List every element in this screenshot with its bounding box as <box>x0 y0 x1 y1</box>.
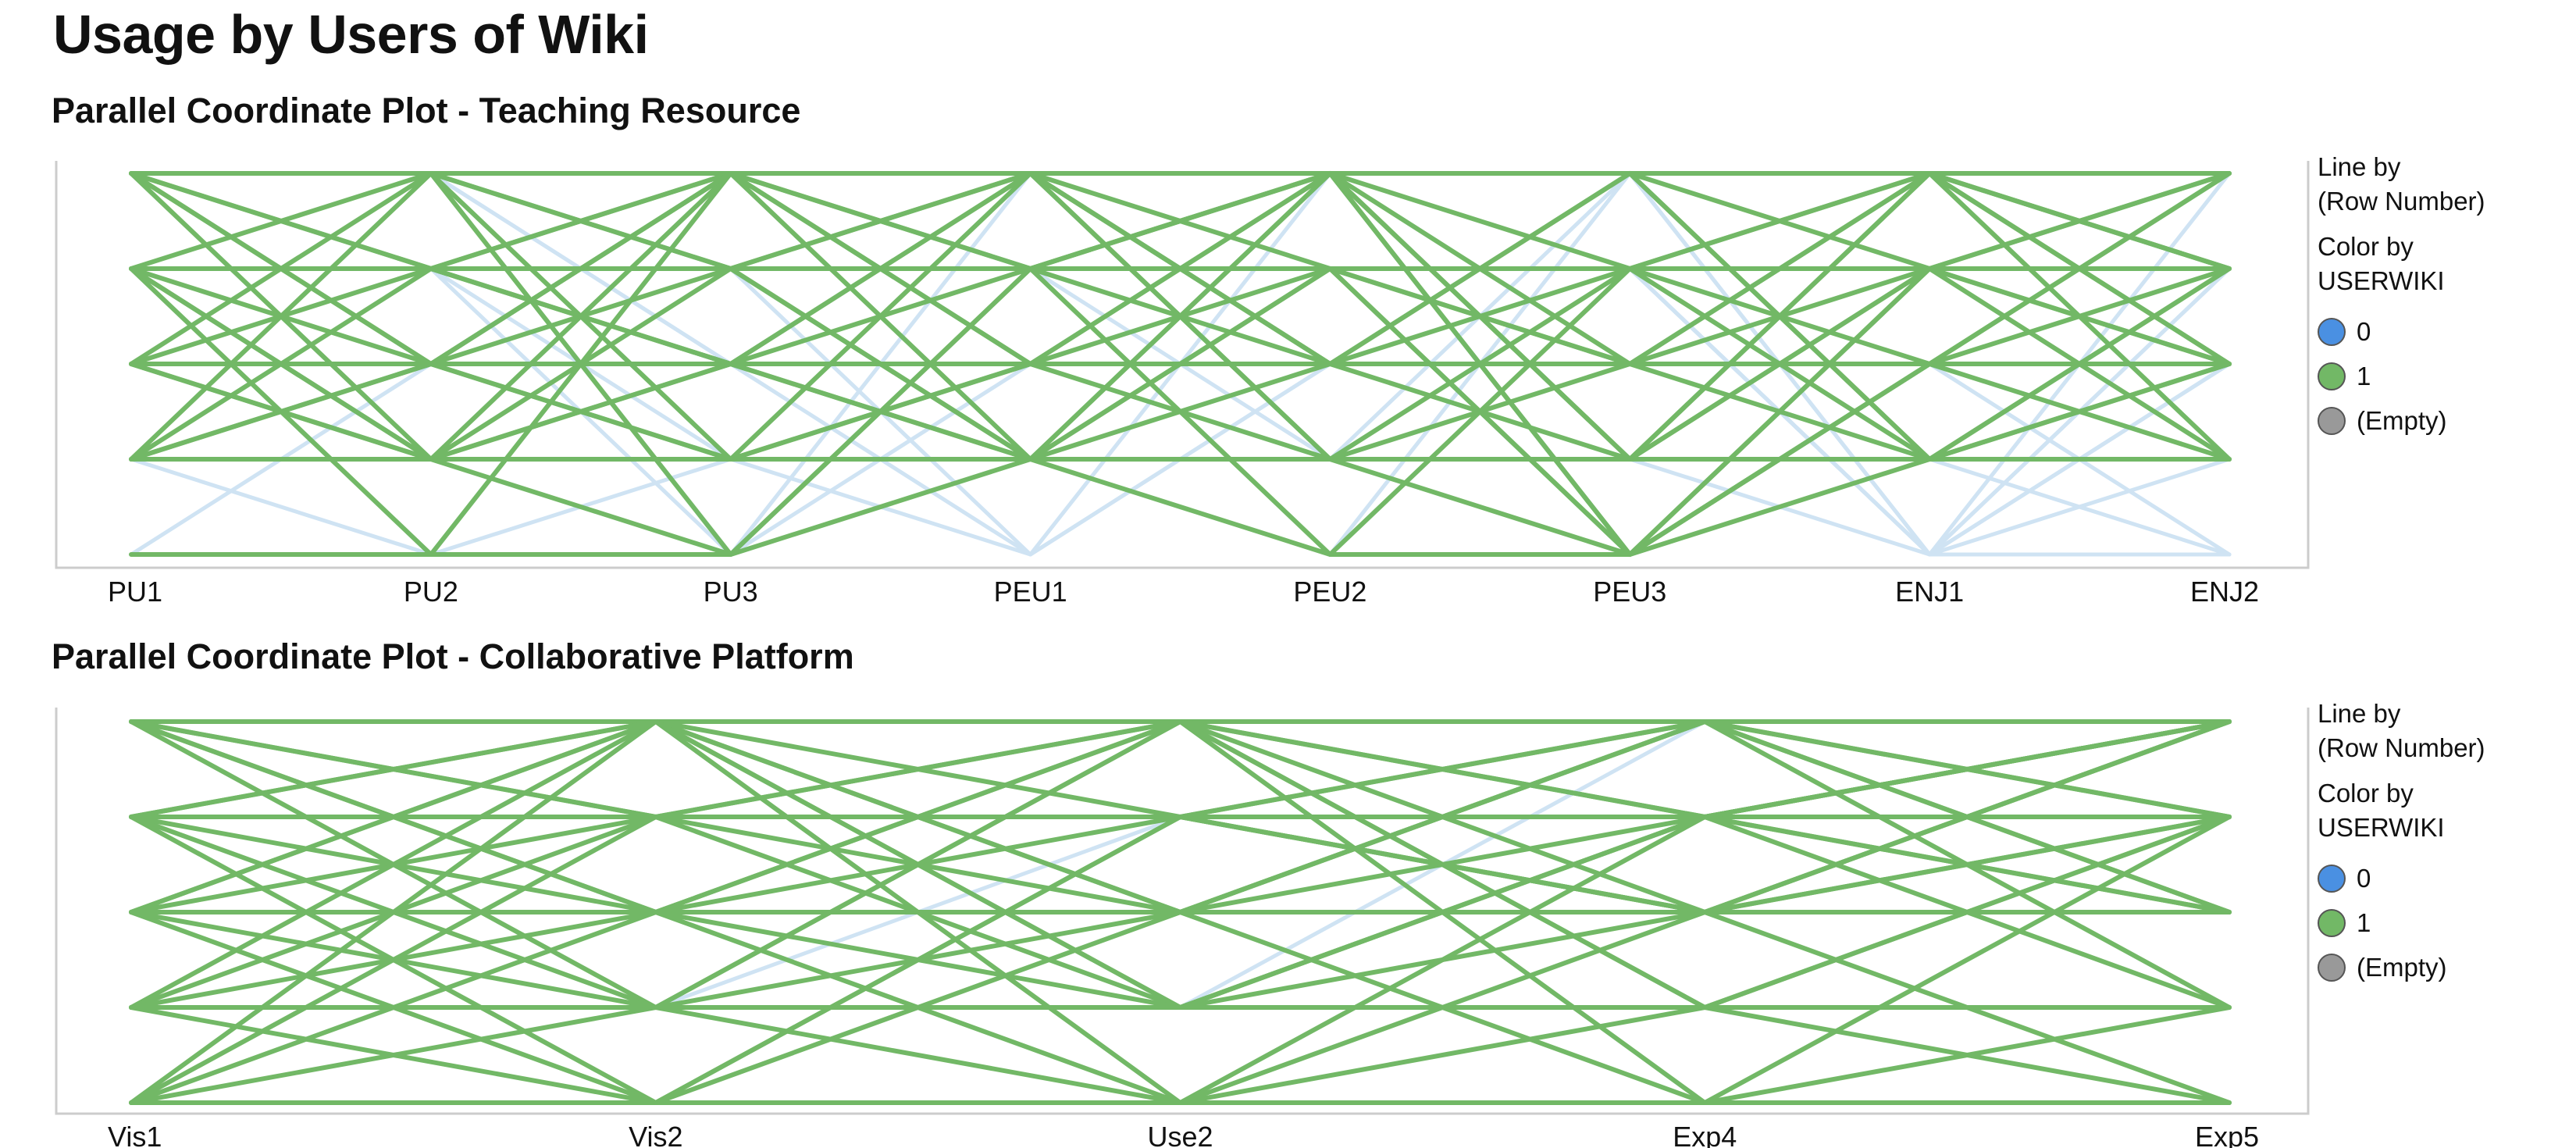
legend-swatch-icon <box>2318 317 2346 346</box>
legend-item-label: (Empty) <box>2357 952 2447 982</box>
legend-line-by-title: Line by <box>2318 699 2401 728</box>
legend-line-by-title: Line by <box>2318 152 2401 181</box>
legend-teaching-resource: Line by (Row Number) Color by USERWIKI 0… <box>2318 150 2485 443</box>
legend-swatch-icon <box>2318 953 2346 982</box>
legend-item-1[interactable]: 1 <box>2318 354 2485 398</box>
legend-swatch-icon <box>2318 362 2346 390</box>
legend-item-0[interactable]: 0 <box>2318 856 2485 900</box>
series-1-line[interactable] <box>129 719 2232 1010</box>
series-1-line[interactable] <box>129 171 2232 557</box>
legend-swatch-icon <box>2318 908 2346 937</box>
plot-frame <box>55 708 2310 1115</box>
series-1-line[interactable] <box>129 457 2232 557</box>
series-1-line[interactable] <box>129 171 2232 462</box>
axis-label-enj2: ENJ2 <box>2190 576 2259 608</box>
series-1-line[interactable] <box>129 719 2232 1010</box>
axis-label-peu3: PEU3 <box>1593 576 1666 608</box>
parallel-plot-teaching-resource: PU1 PU2 PU3 PEU1 PEU2 PEU3 ENJ1 ENJ2 <box>55 161 2310 608</box>
legend-item-empty[interactable]: (Empty) <box>2318 945 2485 989</box>
plot-frame <box>55 161 2310 569</box>
legend-item-1[interactable]: 1 <box>2318 900 2485 945</box>
legend-color-by-field: USERWIKI <box>2318 266 2445 295</box>
parallel-plot-collaborative-platform: Vis1 Vis2 Use2 Exp4 Exp5 <box>55 708 2310 1148</box>
chart-title-teaching-resource: Parallel Coordinate Plot - Teaching Reso… <box>52 91 801 130</box>
series-1-line[interactable] <box>129 171 2232 557</box>
series-1-line[interactable] <box>129 719 2232 1105</box>
legend-color-by-field: USERWIKI <box>2318 813 2445 842</box>
axis-label-pu3: PU3 <box>704 576 758 608</box>
legend-swatch-icon <box>2318 406 2346 435</box>
series-1-line[interactable] <box>129 719 2232 1105</box>
page-title: Usage by Users of Wiki <box>53 4 649 65</box>
legend-item-empty[interactable]: (Empty) <box>2318 398 2485 443</box>
axis-label-peu1: PEU1 <box>994 576 1067 608</box>
axis-label-pu2: PU2 <box>404 576 458 608</box>
series-1-line[interactable] <box>129 719 2232 1010</box>
axis-label-vis1: Vis1 <box>108 1121 162 1148</box>
legend-line-by-field: (Row Number) <box>2318 187 2485 216</box>
legend-item-label: 1 <box>2357 907 2371 937</box>
series-1 <box>129 171 2232 557</box>
axis-label-use2: Use2 <box>1147 1121 1213 1148</box>
axis-label-exp4: Exp4 <box>1673 1121 1737 1148</box>
legend-item-label: 0 <box>2357 316 2371 346</box>
legend-item-label: (Empty) <box>2357 405 2447 435</box>
series-1-line[interactable] <box>129 719 2232 819</box>
axis-label-enj1: ENJ1 <box>1895 576 1964 608</box>
legend-item-label: 0 <box>2357 863 2371 893</box>
series-1-line[interactable] <box>129 719 2232 1105</box>
series-1-line[interactable] <box>129 171 2232 462</box>
chart-title-collaborative-platform: Parallel Coordinate Plot - Collaborative… <box>52 636 854 676</box>
axis-label-pu1: PU1 <box>108 576 162 608</box>
series-1-line[interactable] <box>129 815 2232 1105</box>
axis-label-exp5: Exp5 <box>2195 1121 2259 1148</box>
axis-label-vis2: Vis2 <box>629 1121 682 1148</box>
legend-item-0[interactable]: 0 <box>2318 309 2485 354</box>
legend-swatch-icon <box>2318 864 2346 893</box>
series-1 <box>129 719 2232 1105</box>
legend-item-label: 1 <box>2357 361 2371 390</box>
legend-line-by-field: (Row Number) <box>2318 733 2485 762</box>
legend-color-by-title: Color by <box>2318 779 2414 808</box>
legend-color-by-title: Color by <box>2318 232 2414 261</box>
axis-label-peu2: PEU2 <box>1293 576 1366 608</box>
series-0-line[interactable] <box>129 815 2232 1105</box>
series-1-line[interactable] <box>129 719 2232 1010</box>
series-1-line[interactable] <box>129 719 2232 1010</box>
legend-collaborative-platform: Line by (Row Number) Color by USERWIKI 0… <box>2318 697 2485 989</box>
series-1-line[interactable] <box>129 719 2232 1105</box>
